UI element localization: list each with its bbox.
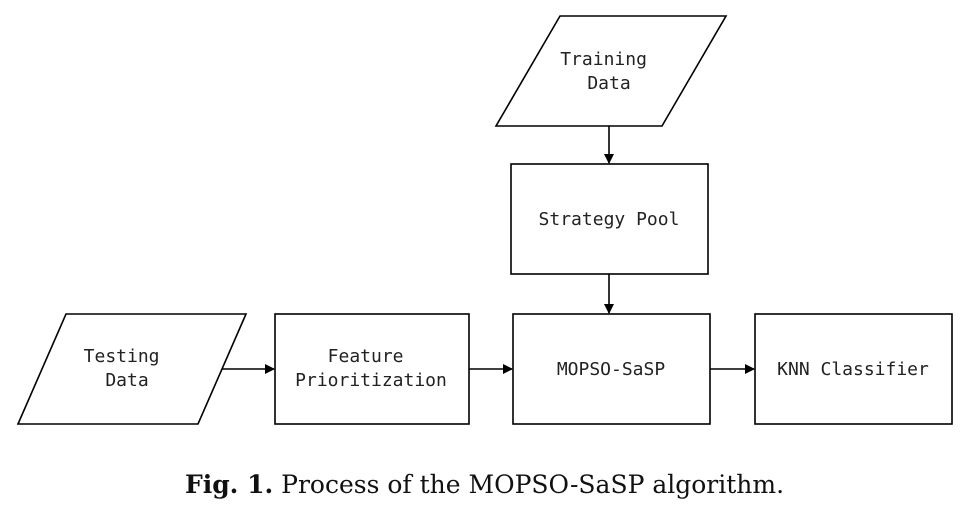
feature-prioritization-label-line1: Feature: [328, 346, 404, 367]
feature-prioritization-box: [274, 313, 470, 425]
knn-classifier-box: [754, 313, 953, 425]
mopso-sasp-box: [512, 313, 711, 425]
figure-caption-text: Process of the MOPSO-SaSP algorithm.: [281, 470, 785, 499]
training-data-label-line2: Data: [587, 73, 630, 94]
figure-caption-label: Fig. 1.: [184, 470, 274, 499]
testing-data-label-line2: Data: [105, 370, 148, 391]
feature-prioritization-node: Feature Prioritization: [274, 313, 470, 425]
feature-prioritization-label-line2: Prioritization: [295, 370, 447, 391]
testing-data-shape: [16, 313, 248, 425]
figure-caption: Fig. 1. Process of the MOPSO-SaSP algori…: [0, 470, 969, 499]
mopso-sasp-label: MOPSO-SaSP: [557, 359, 666, 380]
training-data-node: Training Data: [494, 15, 728, 127]
strategy-pool-node: Strategy Pool: [510, 163, 709, 275]
knn-classifier-label: KNN Classifier: [777, 359, 929, 380]
mopso-sasp-node: MOPSO-SaSP: [512, 313, 711, 425]
strategy-pool-label: Strategy Pool: [539, 209, 680, 230]
testing-data-node: Testing Data: [16, 313, 248, 425]
flowchart: Training Data Strategy Pool Testing Data…: [16, 15, 953, 425]
svg-text:Testing Data: Testing Data: [84, 346, 171, 391]
testing-data-label-line1: Testing: [84, 346, 160, 367]
svg-text:Feature Prioritization: Feature Prioritization: [295, 346, 447, 391]
training-data-label-line1: Training: [560, 49, 647, 70]
svg-text:Training Data: Training Data: [560, 49, 658, 94]
strategy-pool-box: [510, 163, 709, 275]
knn-classifier-node: KNN Classifier: [754, 313, 953, 425]
training-data-shape: [494, 15, 728, 127]
